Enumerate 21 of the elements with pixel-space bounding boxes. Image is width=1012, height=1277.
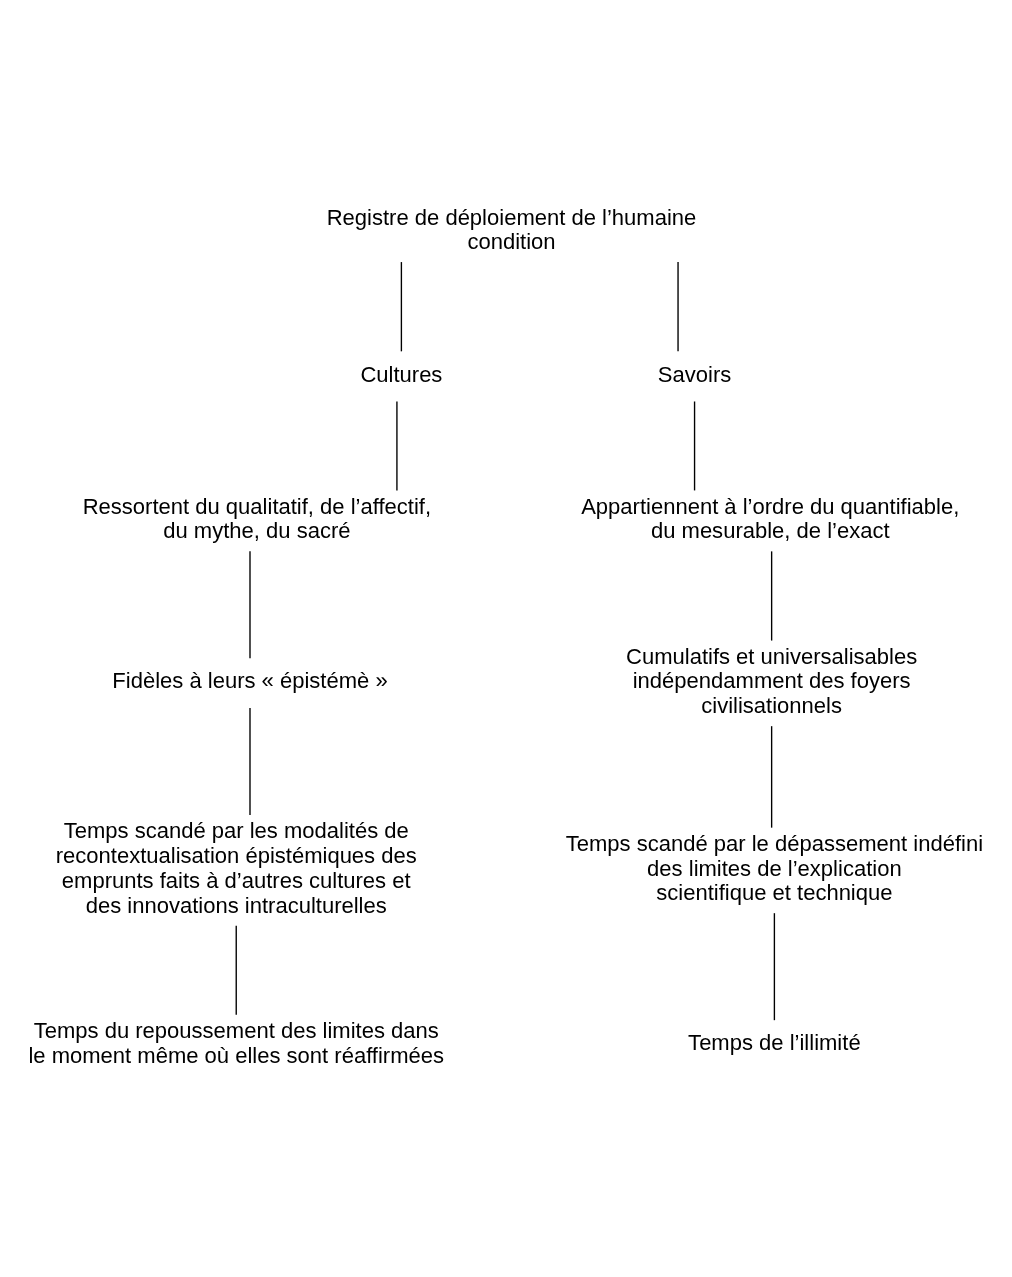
node-text: Cultures bbox=[360, 361, 443, 387]
connector bbox=[249, 550, 251, 659]
connector bbox=[677, 261, 679, 353]
node-text: Temps scandé par les modalités de recontextualisation épistémiques des emprunts faits à d’autres cultures et des innovations intraculturelles bbox=[55, 818, 417, 918]
node-text: Fidèles à leurs « épistémè » bbox=[112, 668, 388, 694]
connector bbox=[693, 400, 696, 492]
node-text: Appartiennent à l’ordre du quantifiable, du mesurable, de l’exact bbox=[581, 493, 960, 544]
node-text: Registre de déploiement de l’humaine condition bbox=[326, 204, 697, 255]
node-text: Cumulatifs et universalisables indépendamment des foyers civilisationnels bbox=[626, 643, 918, 719]
node-text: Temps de l’illimité bbox=[688, 1030, 861, 1056]
connector bbox=[235, 925, 237, 1016]
node-text: Ressortent du qualitatif, de l’affectif, du mythe, du sacré bbox=[82, 493, 432, 544]
node-text: Temps du repoussement des limites dans le moment même où elles sont réaffirmées bbox=[28, 1018, 445, 1068]
node-text: Temps scandé par le dépassement indéfini des limites de l’explication scientifique et technique bbox=[565, 830, 984, 906]
connector bbox=[400, 261, 403, 353]
connector bbox=[773, 912, 776, 1021]
connector bbox=[396, 400, 398, 492]
connector bbox=[770, 550, 773, 642]
connector bbox=[770, 725, 773, 829]
node-text: Savoirs bbox=[657, 361, 732, 387]
connector bbox=[249, 707, 251, 816]
